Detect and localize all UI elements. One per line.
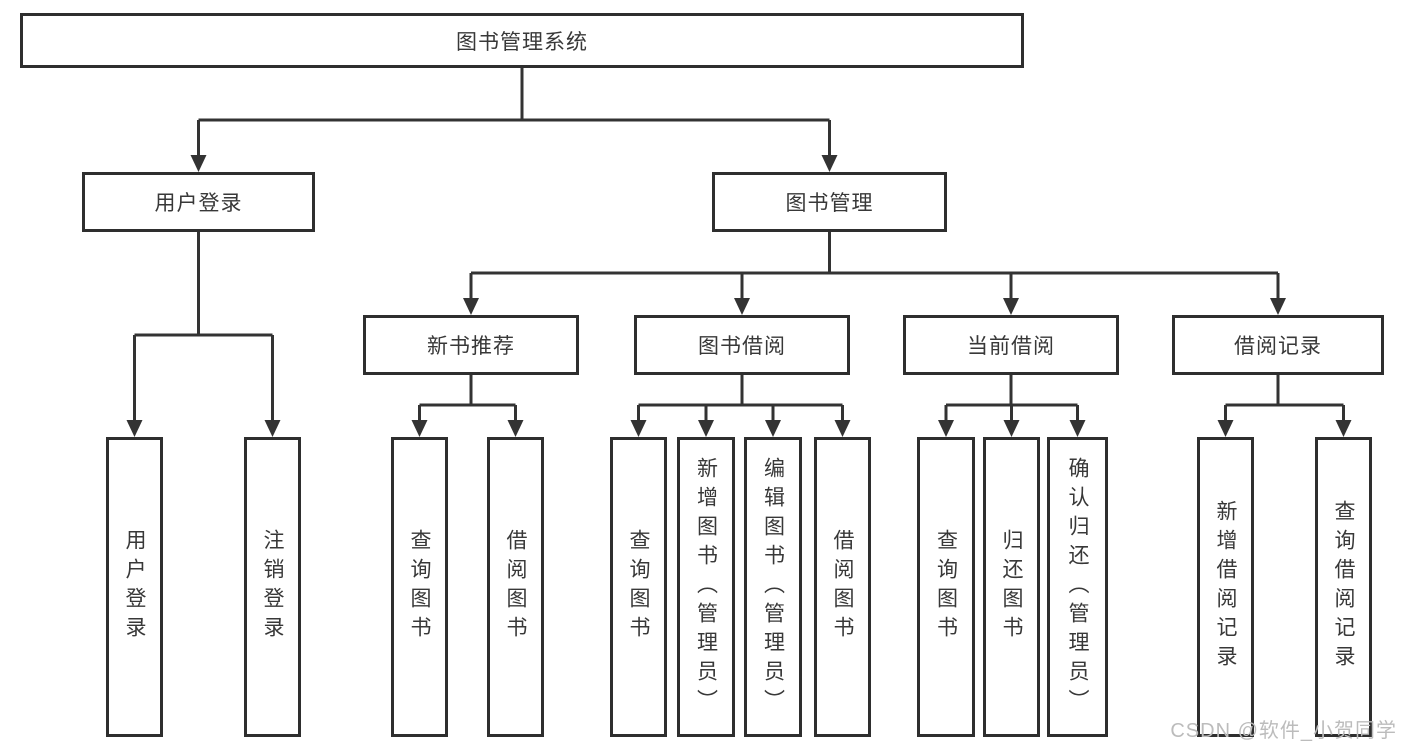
node-book-management: 图书管理	[712, 172, 947, 232]
node-book-borrow: 图书借阅	[634, 315, 850, 375]
connector-login-to-leaves	[126, 232, 281, 437]
leaf-borrow-query-books: 查询图书	[610, 437, 667, 737]
csdn-watermark: CSDN @软件_小贺同学	[1170, 720, 1397, 742]
node-new-book-recommend: 新书推荐	[363, 315, 579, 375]
connector-bookborrow-to-leaves	[630, 375, 851, 437]
connector-mgmt-to-level3	[463, 232, 1286, 315]
leaf-query-borrow-record: 查询借阅记录	[1315, 437, 1372, 737]
node-root-system: 图书管理系统	[20, 13, 1024, 68]
leaf-current-query-books: 查询图书	[917, 437, 975, 737]
leaf-rec-borrow-books: 借阅图书	[487, 437, 544, 737]
leaf-edit-books-admin: 编辑图书（管理员）	[744, 437, 802, 737]
leaf-confirm-return-admin: 确认归还（管理员）	[1047, 437, 1108, 737]
node-user-login: 用户登录	[82, 172, 315, 232]
connector-borrowrecord-to-leaves	[1217, 375, 1352, 437]
leaf-return-books: 归还图书	[983, 437, 1040, 737]
leaf-add-borrow-record: 新增借阅记录	[1197, 437, 1254, 737]
leaf-rec-query-books: 查询图书	[391, 437, 448, 737]
connector-newbookrec-to-leaves	[411, 375, 524, 437]
leaf-user-login: 用户登录	[106, 437, 163, 737]
connector-root-to-level2	[190, 68, 838, 172]
leaf-logout: 注销登录	[244, 437, 301, 737]
leaf-borrow-books: 借阅图书	[814, 437, 871, 737]
node-borrow-record: 借阅记录	[1172, 315, 1384, 375]
connector-currentborrow-to-leaves	[938, 375, 1086, 437]
node-current-borrow: 当前借阅	[903, 315, 1119, 375]
leaf-add-books-admin: 新增图书（管理员）	[677, 437, 735, 737]
